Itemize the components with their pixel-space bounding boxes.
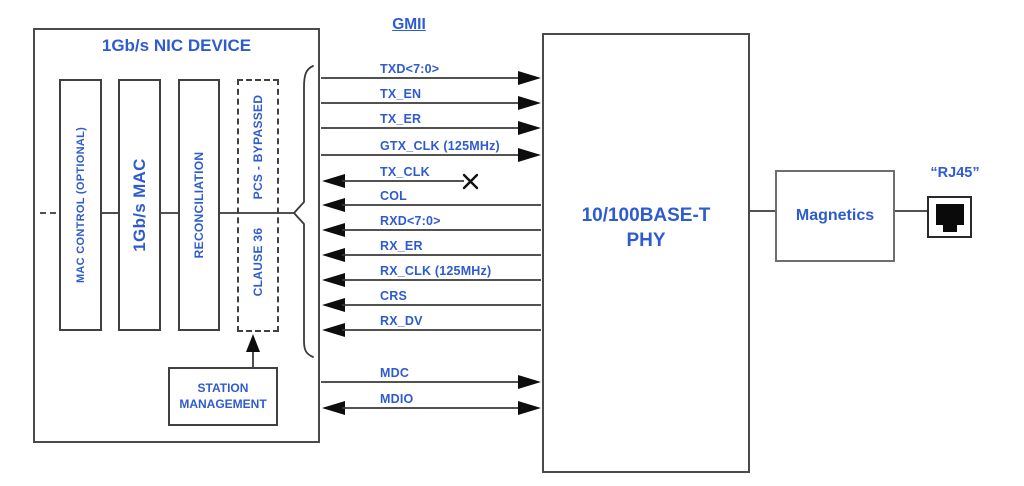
- signal-rx-dv: [322, 323, 541, 337]
- signal-tx-er: [321, 121, 541, 135]
- station-management-label: STATION MANAGEMENT: [179, 380, 267, 411]
- signal-rx-er: [322, 248, 541, 262]
- phy-title-line2: PHY: [626, 229, 666, 251]
- mac-control-box: [59, 79, 102, 331]
- signal-label-crs: CRS: [380, 289, 407, 303]
- signal-label-rx-dv: RX_DV: [380, 314, 423, 328]
- reconciliation-box: [178, 79, 220, 331]
- rj45-connector-icon: [927, 196, 972, 238]
- signal-bundle-brace: [292, 65, 314, 358]
- signal-mdio: [322, 401, 541, 415]
- station-management-arrow: [246, 334, 260, 367]
- signal-label-tx-en: TX_EN: [380, 87, 422, 101]
- signal-label-col: COL: [380, 189, 407, 203]
- mac-box: [118, 79, 161, 331]
- signal-label-rx-er: RX_ER: [380, 239, 423, 253]
- signal-label-txd: TXD<7:0>: [380, 62, 440, 76]
- phy-box: [542, 33, 750, 473]
- signal-tx-clk: [322, 173, 479, 190]
- signal-txd: [321, 71, 541, 85]
- magnetics-box: Magnetics: [775, 170, 895, 262]
- station-management-box: STATION MANAGEMENT: [168, 367, 278, 426]
- rj45-label: “RJ45”: [930, 165, 980, 181]
- pcs-bypassed-label: PCS - BYPASSED: [251, 94, 265, 200]
- reconciliation-label: RECONCILIATION: [192, 151, 206, 259]
- clause-36-label: CLAUSE 36: [251, 227, 265, 297]
- signal-label-mdc: MDC: [380, 366, 410, 380]
- signal-gtx-clk: [321, 148, 541, 162]
- signal-col: [322, 198, 541, 212]
- signal-rx-clk: [322, 273, 541, 287]
- tx-clk-disconnect-icon: [462, 173, 479, 190]
- signal-label-mdio: MDIO: [380, 392, 414, 406]
- signal-label-rx-clk: RX_CLK (125MHz): [380, 264, 492, 278]
- magnetics-label: Magnetics: [795, 207, 875, 224]
- signal-label-tx-er: TX_ER: [380, 112, 422, 126]
- phy-title-line1: 10/100BASE-T: [581, 205, 711, 226]
- rj45-plug-shape: [935, 204, 964, 232]
- signal-label-tx-clk: TX_CLK: [380, 165, 430, 179]
- mac-control-label: MAC CONTROL (OPTIONAL): [75, 126, 87, 284]
- mac-label: 1Gb/s MAC: [130, 158, 149, 252]
- pcs-bypassed-dashed-box: [237, 79, 279, 332]
- phy-title: 10/100BASE-T PHY: [542, 204, 750, 253]
- signal-label-rxd: RXD<7:0>: [380, 214, 441, 228]
- signal-crs: [322, 298, 541, 312]
- signal-mdc: [321, 375, 541, 389]
- signal-tx-en: [321, 96, 541, 110]
- signal-rxd: [322, 223, 541, 237]
- gmii-interface-title: GMII: [392, 16, 426, 33]
- nic-device-title: 1Gb/s NIC DEVICE: [101, 36, 252, 55]
- signal-label-gtx-clk: GTX_CLK (125MHz): [380, 139, 500, 153]
